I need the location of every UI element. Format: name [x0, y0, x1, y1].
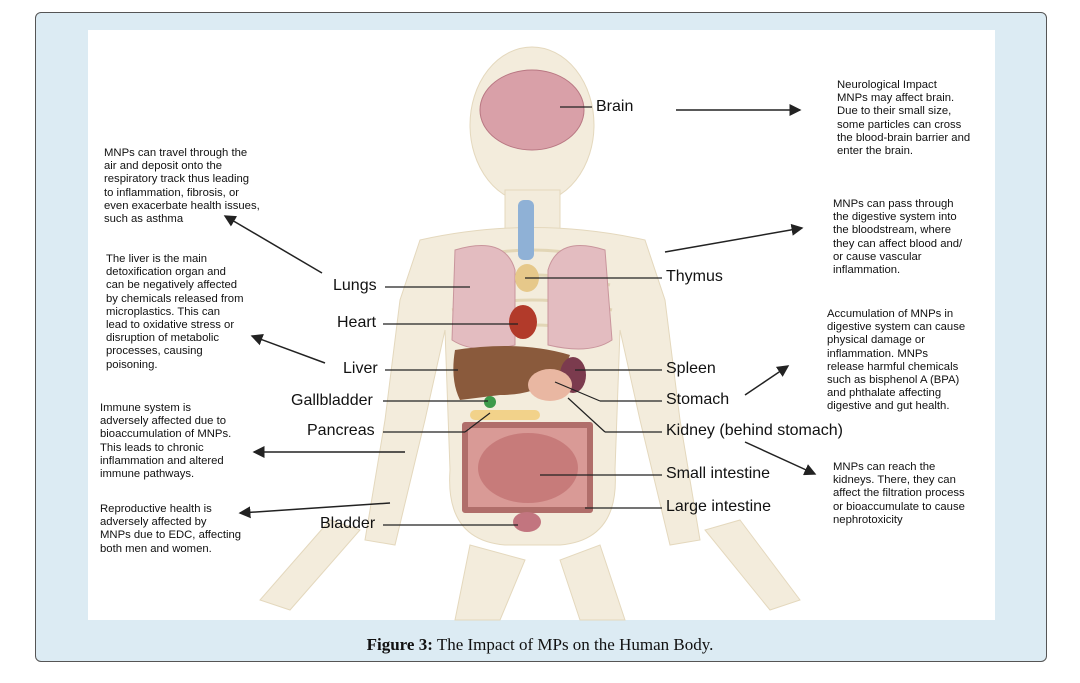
- label-kidney: Kidney (behind stomach): [666, 422, 843, 439]
- impact-arrows: [223, 104, 817, 519]
- note-digestive: Accumulation of MNPs in digestive system…: [827, 308, 966, 413]
- label-gallbladder: Gallbladder: [291, 392, 373, 409]
- label-liver: Liver: [343, 360, 378, 377]
- figure-caption: Figure 3: The Impact of MPs on the Human…: [0, 635, 1080, 655]
- label-lungs: Lungs: [333, 277, 377, 294]
- note-immune: Immune system is adversely affected due …: [100, 402, 232, 481]
- label-small-intestine: Small intestine: [666, 465, 771, 482]
- caption-label: Figure 3:: [366, 635, 433, 654]
- note-respiratory: MNPs can travel through the air and depo…: [104, 147, 260, 226]
- note-neurological: Neurological Impact MNPs may affect brai…: [837, 79, 971, 158]
- right-lung-organ: [547, 245, 613, 350]
- bladder-organ: [513, 512, 541, 532]
- leader-lines: [383, 106, 662, 526]
- label-spleen: Spleen: [666, 360, 716, 377]
- note-kidney: MNPs can reach the kidneys. There, they …: [833, 461, 965, 526]
- left-lung-organ: [451, 245, 516, 350]
- note-blood: MNPs can pass through the digestive syst…: [833, 198, 963, 277]
- trachea-organ: [518, 200, 534, 260]
- brain-organ: [479, 69, 585, 151]
- label-pancreas: Pancreas: [307, 422, 375, 439]
- stomach-organ: [528, 369, 572, 401]
- label-stomach: Stomach: [666, 391, 730, 408]
- label-heart: Heart: [337, 314, 377, 331]
- gallbladder-organ: [484, 396, 496, 408]
- small-intestine-organ: [478, 433, 578, 503]
- pancreas-organ: [470, 410, 540, 420]
- label-large-intestine: Large intestine: [666, 498, 771, 515]
- label-bladder: Bladder: [320, 515, 376, 532]
- note-reproductive: Reproductive health is adversely affecte…: [100, 503, 242, 555]
- label-brain: Brain: [596, 98, 634, 115]
- heart-organ: [509, 305, 537, 339]
- note-liver: The liver is the main detoxification org…: [106, 253, 244, 371]
- caption-text: The Impact of MPs on the Human Body.: [432, 635, 714, 654]
- label-thymus: Thymus: [666, 268, 723, 285]
